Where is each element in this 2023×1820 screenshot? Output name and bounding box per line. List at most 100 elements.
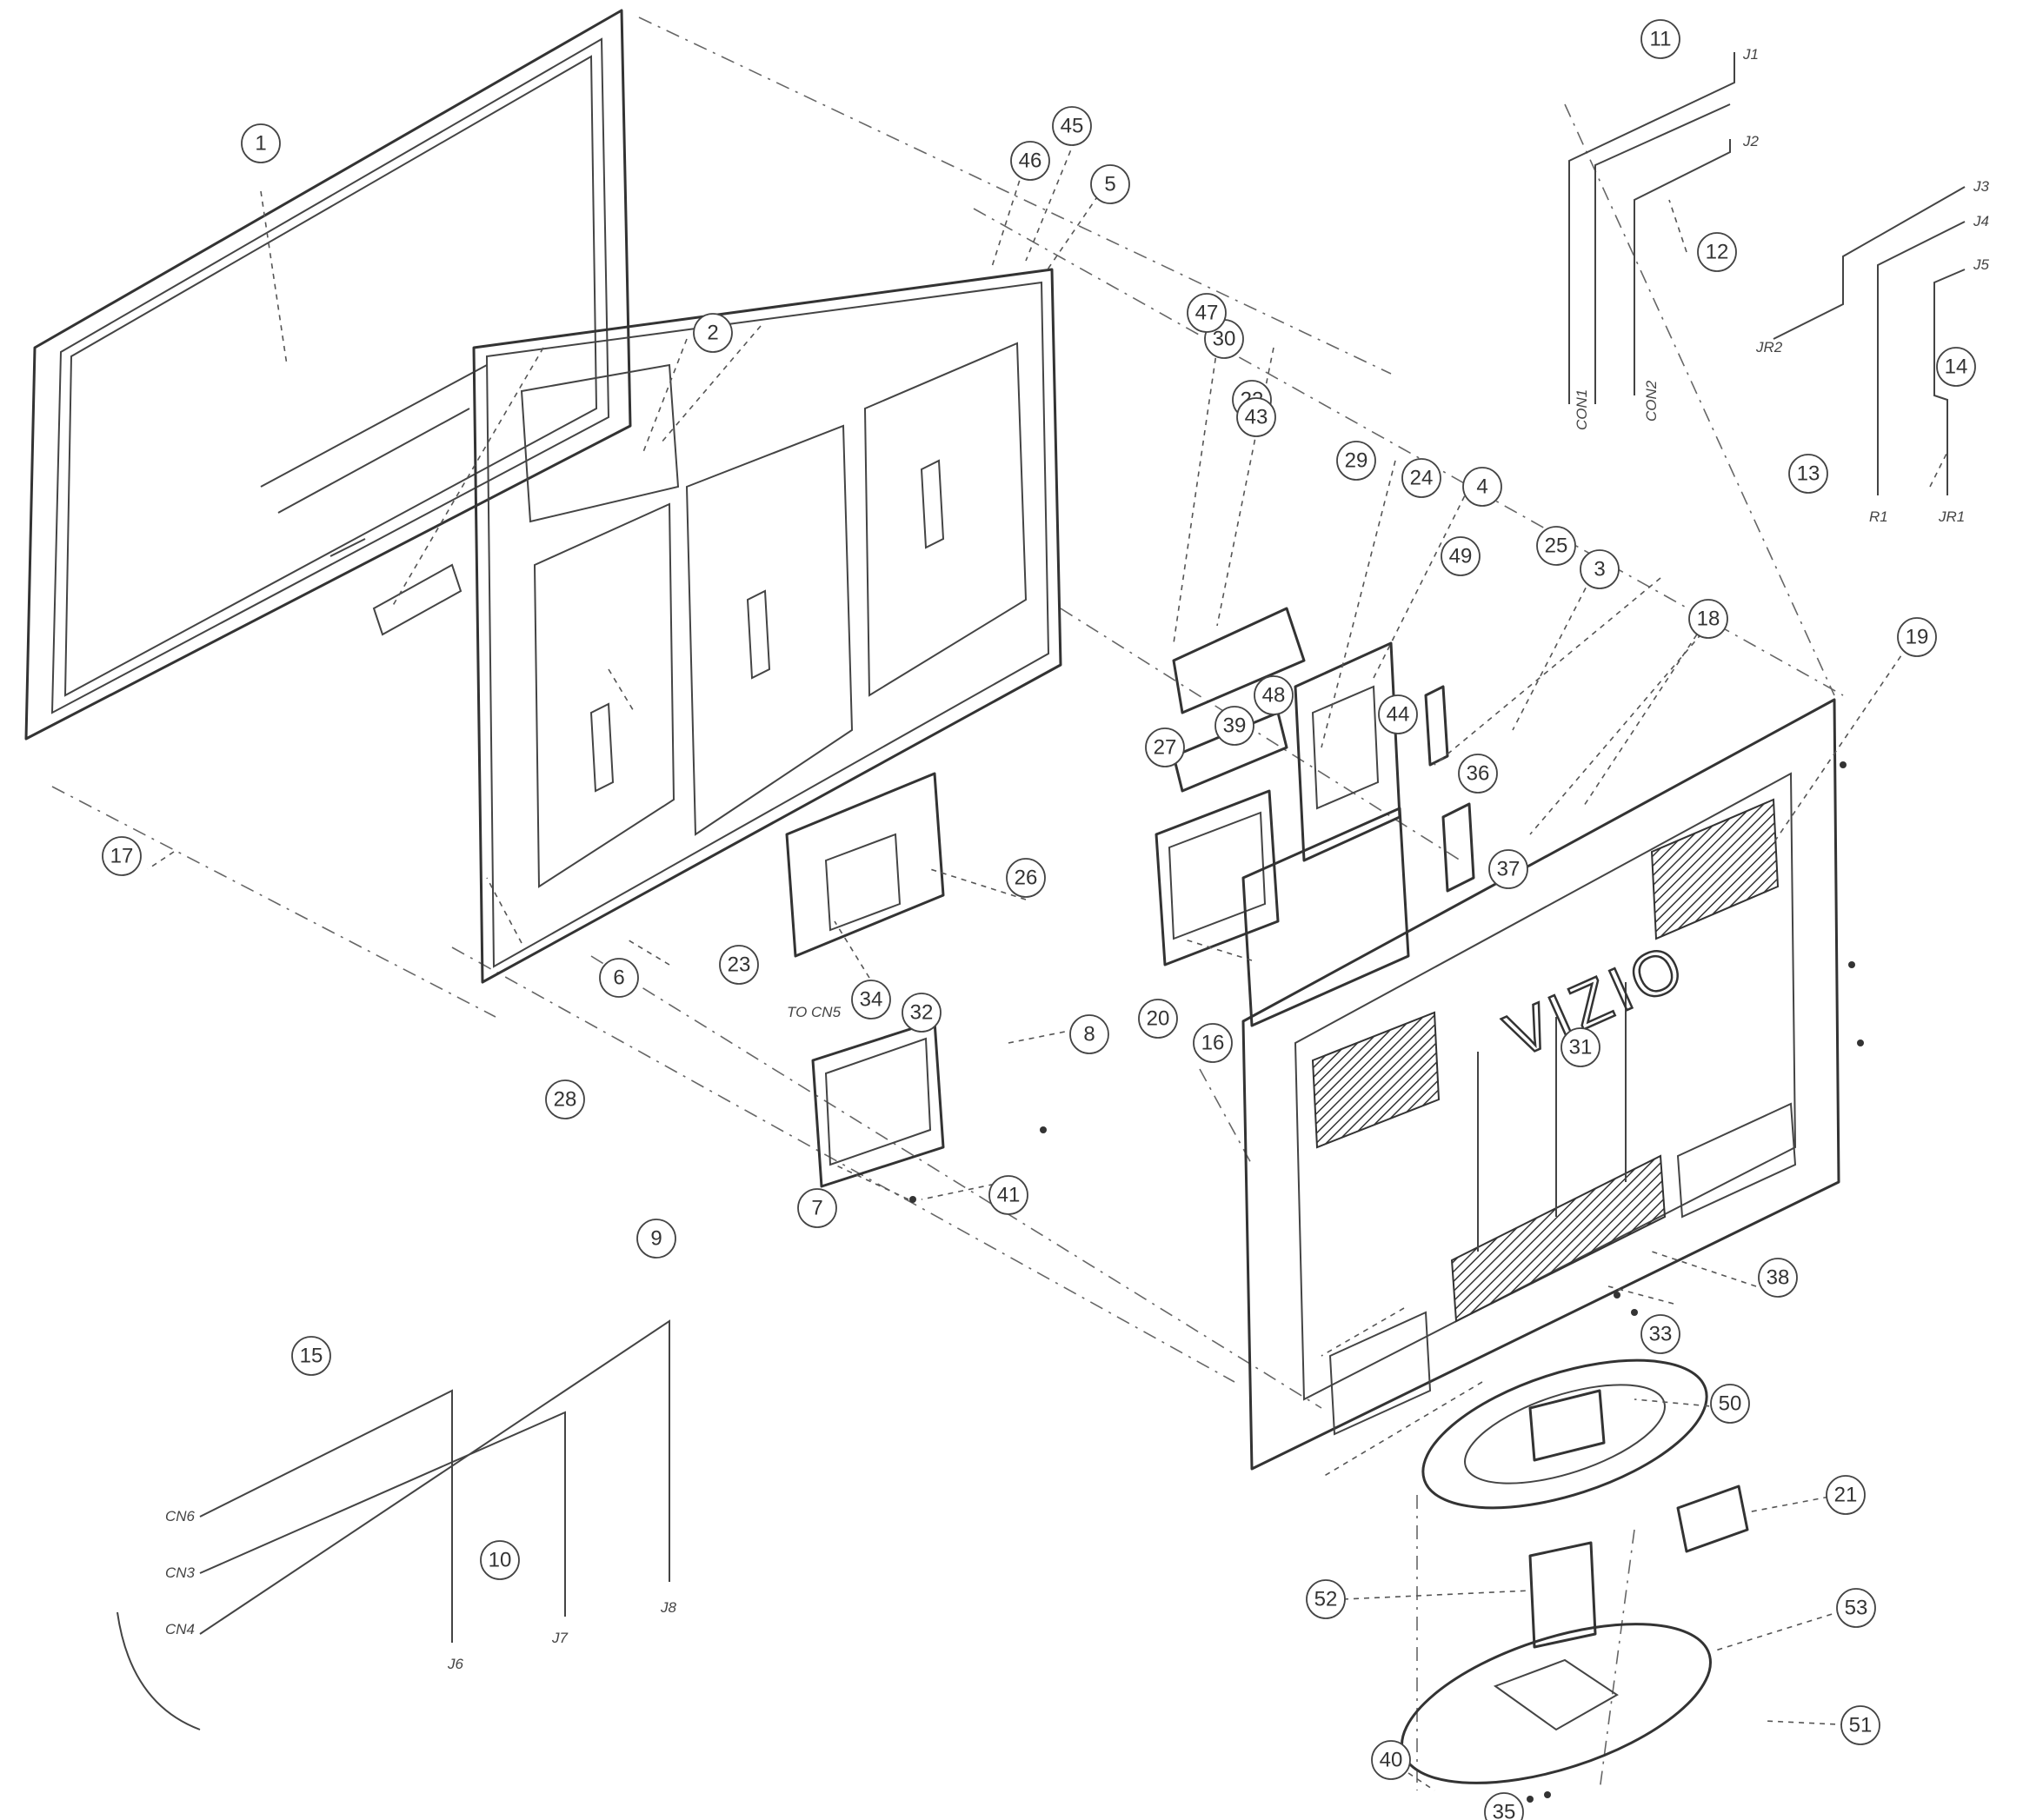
svg-text:13: 13 [1797,462,1820,486]
callout-23: 23 [719,945,759,985]
speaker-box-upper [1155,789,1280,966]
svg-text:47: 47 [1195,302,1219,325]
callout-46: 46 [1010,141,1050,181]
svg-text:26: 26 [1015,867,1038,890]
svg-text:29: 29 [1345,449,1368,473]
svg-text:50: 50 [1719,1392,1742,1416]
svg-text:8: 8 [1083,1023,1095,1046]
callouts: 1 2 3 4 5 6 7 8 9 10 11 12 13 14 15 16 1… [102,19,1976,1820]
svg-text:31: 31 [1569,1036,1593,1059]
callout-42: 42 [1002,1188,1025,1212]
callout-5: 5 [1090,164,1130,204]
label-cn6: CN6 [165,1508,196,1524]
callout-38: 38 [1758,1258,1798,1298]
svg-text:25: 25 [1545,535,1568,558]
leader-lines [147,121,1948,1791]
svg-text:23: 23 [728,953,751,977]
svg-text:18: 18 [1697,608,1720,631]
svg-text:19: 19 [1906,626,1929,649]
svg-text:7: 7 [811,1197,822,1220]
rear-cover: VIZIO [1241,698,1840,1471]
label-j2: J2 [1742,133,1760,149]
connector-labels: J1 J2 J3 J4 J5 JR2 R1 JR1 CON1 CON2 CN6 … [165,46,1990,1672]
svg-text:5: 5 [1104,173,1115,196]
callout-28: 28 [545,1079,585,1119]
callout-27: 27 [1145,727,1185,767]
svg-text:30: 30 [1213,328,1236,351]
svg-text:36: 36 [1467,762,1490,786]
svg-text:40: 40 [1380,1749,1403,1772]
svg-text:15: 15 [300,1345,323,1368]
callout-43: 43 [1236,397,1276,437]
callout-29: 29 [1336,441,1376,481]
callout-11: 11 [1640,19,1680,59]
svg-text:34: 34 [860,988,883,1012]
callout-16: 16 [1193,1023,1233,1063]
stand-bracket [1528,1541,1597,1649]
label-jr2: JR2 [1755,339,1783,355]
callout-40: 40 [1371,1740,1411,1780]
callout-51: 51 [1840,1705,1880,1745]
label-jr1: JR1 [1938,508,1965,525]
callout-15: 15 [291,1336,331,1376]
svg-text:2: 2 [707,322,718,345]
svg-text:35: 35 [1493,1801,1516,1820]
callout-7: 7 [797,1188,837,1228]
callout-49: 49 [1441,536,1481,576]
side-board [1241,685,1475,1027]
label-j1: J1 [1742,46,1759,63]
label-j5: J5 [1973,256,1990,273]
callout-48: 48 [1254,675,1294,715]
callout-12: 12 [1697,232,1737,272]
label-to-cn5: TO CN5 [787,1004,842,1020]
label-con1: CON1 [1574,389,1590,430]
label-cn3: CN3 [165,1564,196,1581]
callout-3: 3 [1580,549,1620,589]
label-r1: R1 [1869,508,1888,525]
chassis-frame [472,268,1062,984]
callout-4: 4 [1462,467,1502,507]
ribbon-cables-upper [1568,52,1966,495]
svg-text:53: 53 [1845,1597,1868,1620]
screws [909,761,1864,1807]
speaker-box-lower [811,1020,945,1188]
callout-53: 53 [1836,1588,1876,1628]
svg-text:28: 28 [554,1088,577,1112]
svg-text:20: 20 [1147,1007,1170,1031]
callout-17: 17 [102,836,142,876]
svg-text:16: 16 [1201,1032,1225,1055]
callout-33: 33 [1640,1314,1680,1354]
callout-35: 35 [1484,1792,1524,1820]
callout-1: 1 [241,123,281,163]
svg-text:33: 33 [1649,1323,1673,1346]
callout-26: 26 [1006,858,1046,898]
callout-8: 8 [1069,1014,1109,1054]
svg-text:1: 1 [255,132,266,156]
svg-text:21: 21 [1834,1484,1858,1507]
callout-6: 6 [599,958,639,998]
callout-2: 2 [693,313,733,353]
label-j4: J4 [1973,213,1989,229]
svg-text:41: 41 [997,1184,1021,1207]
callout-13: 13 [1788,454,1828,494]
svg-text:14: 14 [1945,355,1968,379]
callout-52: 52 [1306,1579,1346,1619]
callout-45: 45 [1052,106,1092,146]
callout-34: 34 [851,980,891,1020]
callout-37: 37 [1488,849,1528,889]
svg-text:38: 38 [1767,1266,1790,1290]
callout-19: 19 [1897,617,1937,657]
svg-text:51: 51 [1849,1714,1873,1737]
callout-25: 25 [1536,526,1576,566]
input-bracket [785,772,945,958]
callout-50: 50 [1710,1384,1750,1424]
label-j7: J7 [551,1630,569,1646]
callout-36: 36 [1458,754,1498,794]
svg-text:37: 37 [1497,858,1521,881]
svg-text:52: 52 [1314,1588,1338,1611]
svg-text:43: 43 [1245,406,1268,429]
callout-44: 44 [1378,694,1418,734]
label-cn4: CN4 [165,1621,195,1637]
callout-10: 10 [480,1540,520,1580]
